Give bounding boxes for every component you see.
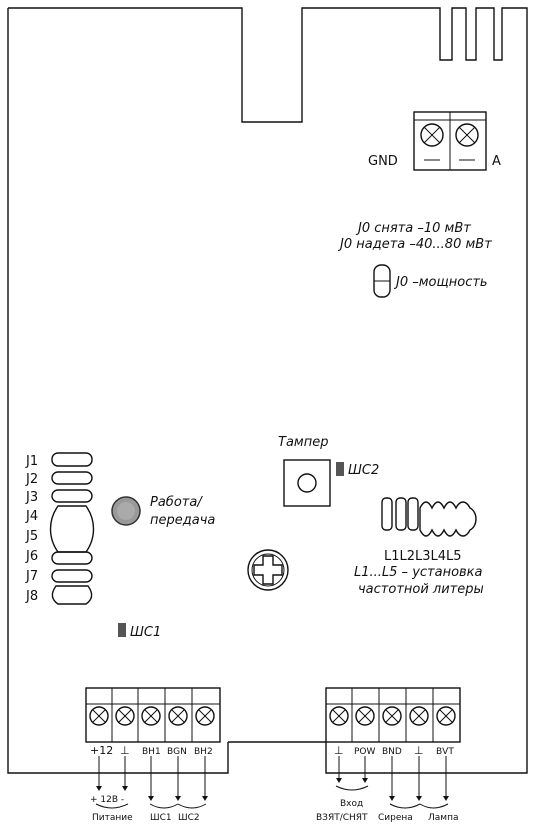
gnd-label: GND (368, 154, 398, 169)
screw-icon (382, 706, 402, 726)
right-pin-4: ⊥ (414, 744, 424, 757)
screw-icon (436, 706, 456, 726)
led-label-line1: Работа/ (150, 495, 203, 510)
lamp-group-label: Лампа (428, 813, 458, 823)
j3-label: J3 (25, 490, 38, 505)
litera-line1: L1...L5 – установка (354, 565, 483, 580)
antenna-terminal-block (413, 111, 487, 171)
j8-label: J8 (25, 589, 38, 604)
screw-icon (355, 706, 375, 726)
tamper-title: Тампер (278, 435, 328, 450)
left-terminal-block (85, 687, 221, 743)
led-label-line2: передача (150, 513, 215, 528)
screw-icon (195, 706, 215, 726)
right-wires (335, 756, 449, 809)
left-pin-2: ⊥ (120, 744, 130, 757)
j5-label: J5 (25, 529, 38, 544)
j7-label: J7 (25, 569, 38, 584)
shc1-resistor (118, 623, 126, 637)
j2-label: J2 (25, 472, 38, 487)
power-group-label: Питание (92, 813, 133, 823)
board-outline (7, 7, 528, 774)
screw-icon (329, 706, 349, 726)
screw-icon (141, 706, 161, 726)
left-pin-4: ВGN (167, 747, 187, 757)
right-pin-2: РОW (354, 747, 376, 757)
tamper-switch (283, 459, 331, 507)
screw-icon (168, 706, 188, 726)
shc2-label: ШС2 (348, 463, 379, 478)
input-label-line2: ВЗЯТ/СНЯТ (316, 813, 368, 823)
power-note-line1: J0 снята –10 мВт (355, 221, 471, 236)
power-note-line2: J0 надета –40...80 мВт (337, 237, 492, 252)
right-pin-3: ВND (382, 747, 402, 757)
shc1-group-label: ШС1 (150, 813, 172, 823)
j6-label: J6 (25, 549, 38, 564)
left-pin-5: ВН2 (194, 747, 213, 757)
screw-icon (420, 123, 444, 147)
litera-header: L1L2L3L4L5 (384, 549, 462, 564)
j1-label: J1 (25, 454, 38, 469)
left-pin-1: +12 (90, 744, 113, 757)
left-wires (95, 756, 208, 809)
j0-power-label: J0 –мощность (393, 275, 488, 290)
right-terminal-block (325, 687, 461, 743)
litera-line2: частотной литеры (358, 582, 484, 597)
j4-label: J4 (25, 509, 38, 524)
jumper-column (49, 452, 95, 605)
right-pin-1: ⊥ (334, 744, 344, 757)
litera-jumpers (381, 497, 477, 537)
siren-group-label: Сирена (378, 813, 413, 823)
shc2-resistor (336, 462, 344, 476)
input-label-line1: Вход (340, 799, 363, 809)
power-pm-label: + 12В - (90, 795, 124, 805)
a-label: A (492, 154, 501, 169)
mounting-screw-icon (247, 549, 289, 591)
screw-icon (89, 706, 109, 726)
right-pin-5: ВVТ (436, 747, 454, 757)
screw-icon (409, 706, 429, 726)
screw-icon (455, 123, 479, 147)
shc2-group-label: ШС2 (178, 813, 200, 823)
screw-icon (115, 706, 135, 726)
shc1-label: ШС1 (130, 625, 161, 640)
left-pin-3: ВН1 (142, 747, 161, 757)
